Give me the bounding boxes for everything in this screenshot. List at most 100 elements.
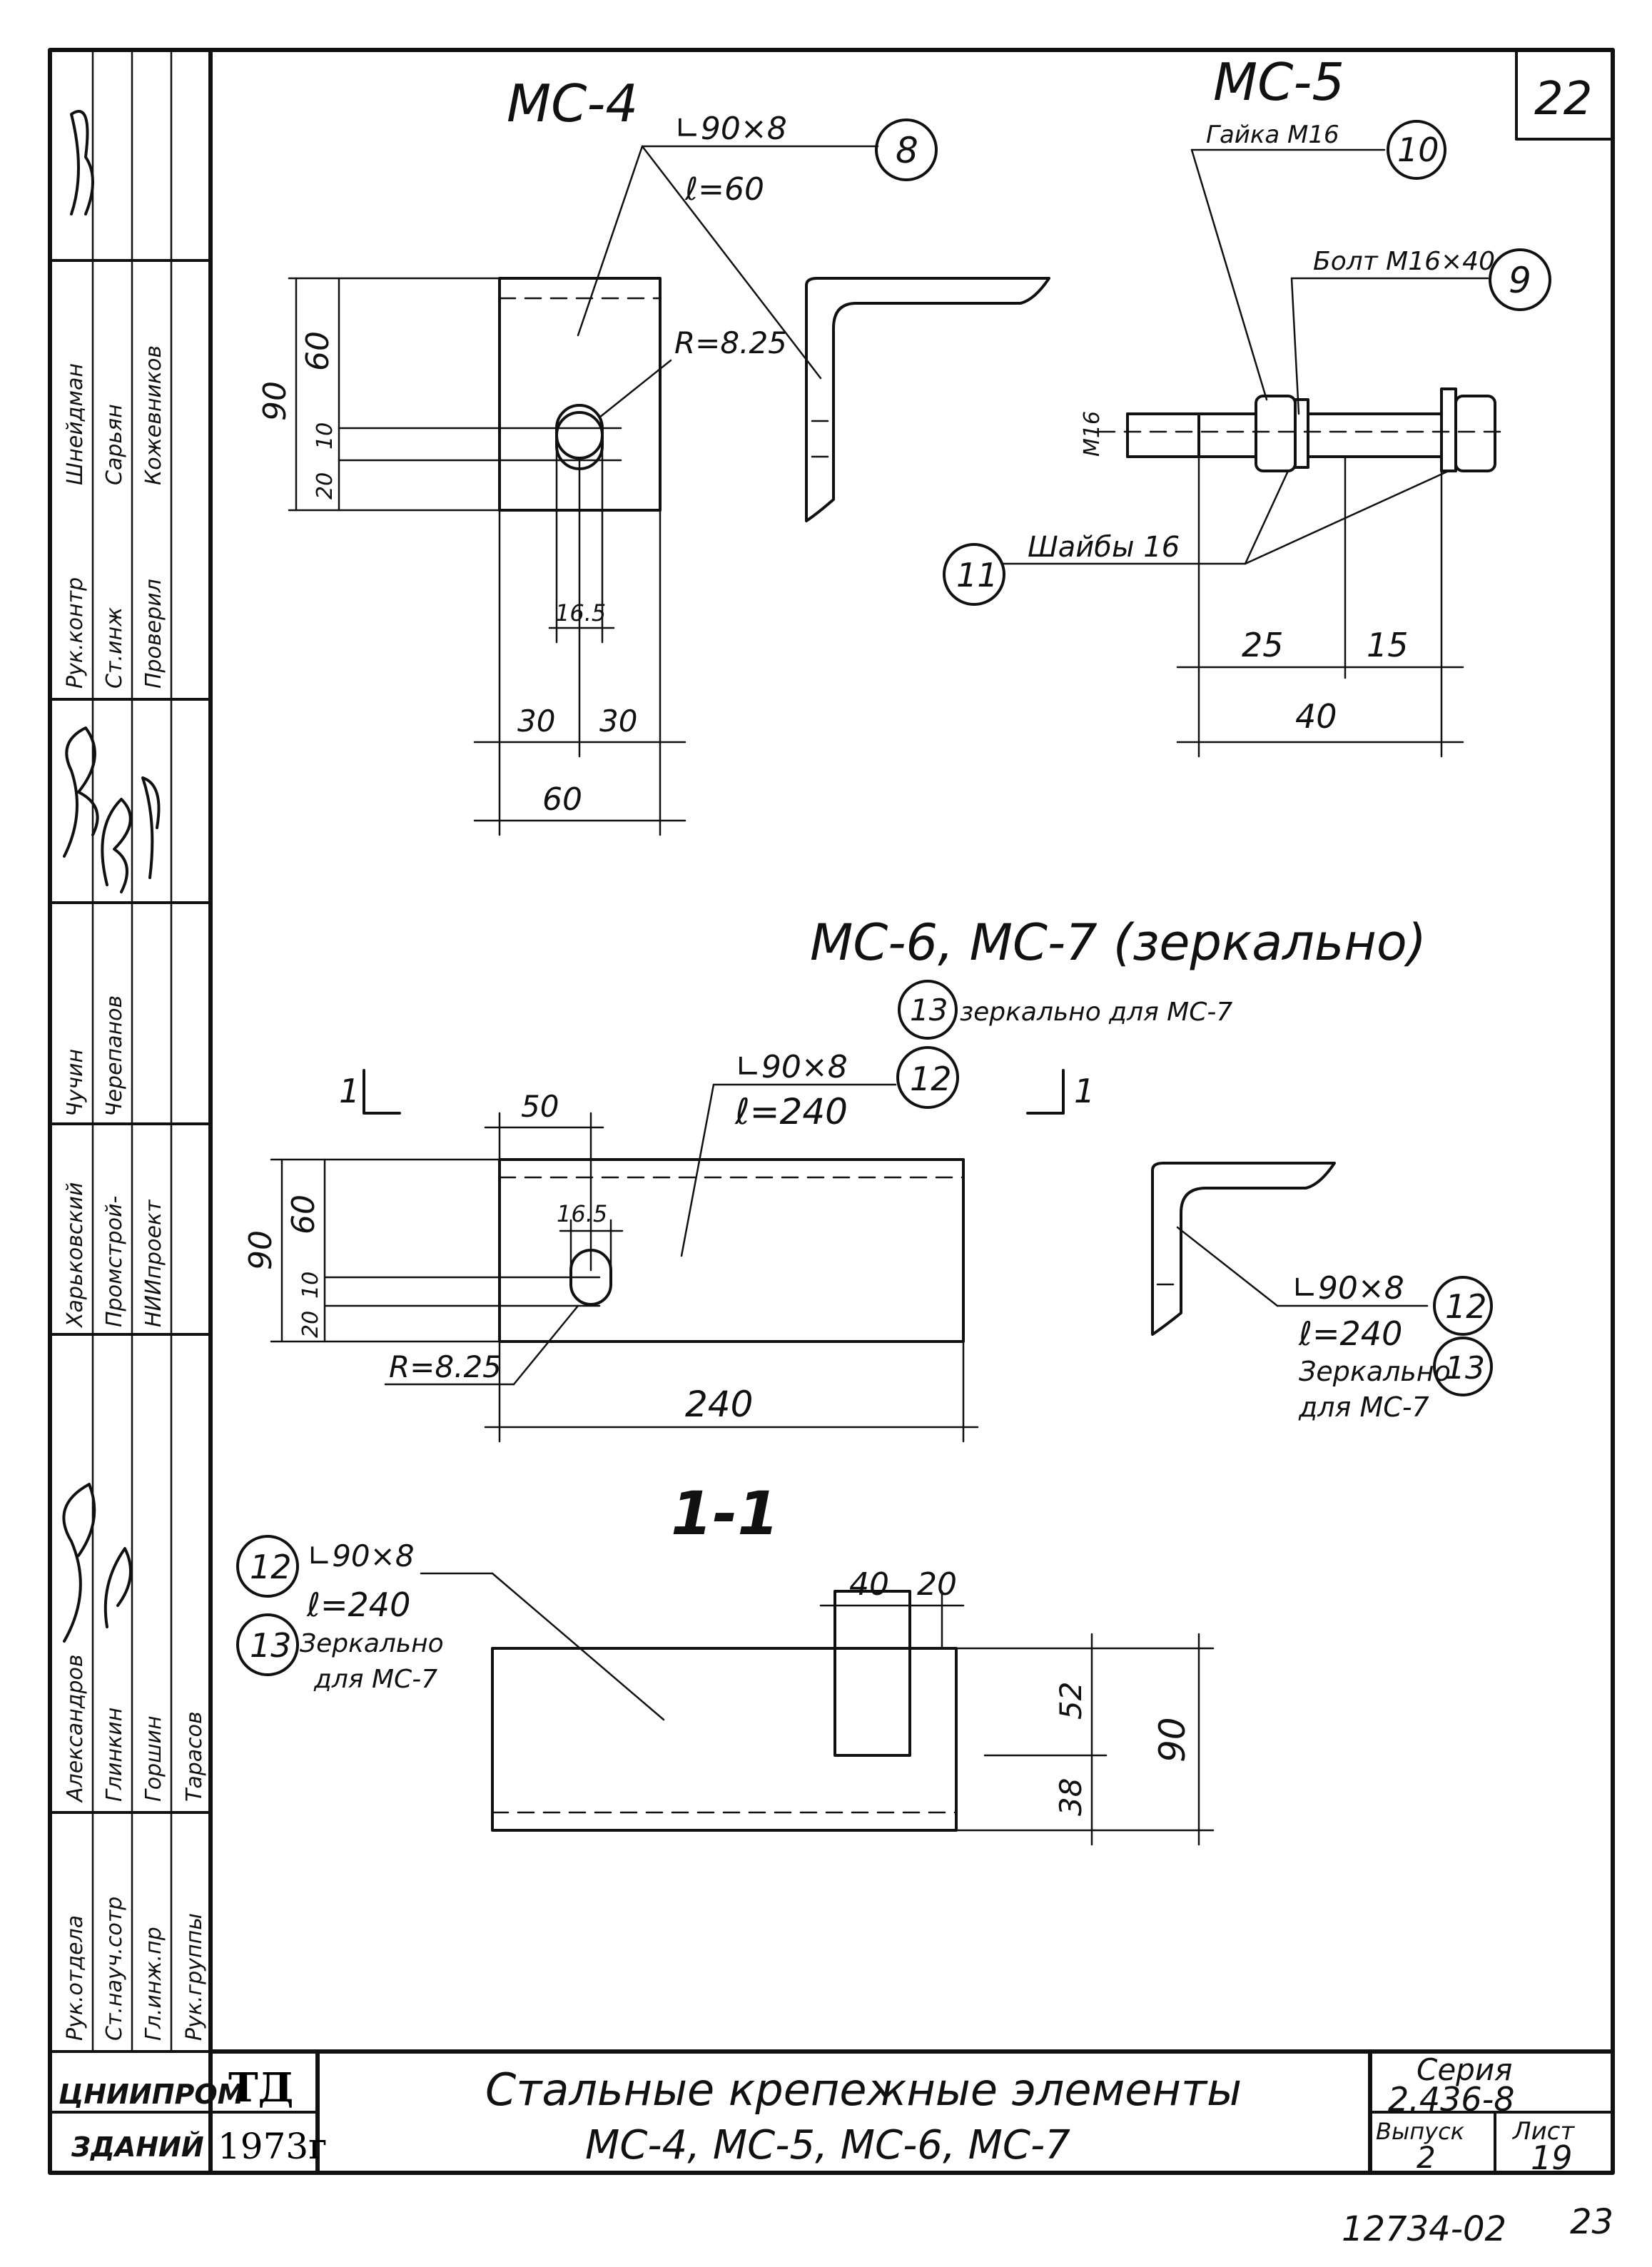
ms5-thread: М16	[1080, 411, 1105, 457]
ms67-section-left: 1	[339, 1072, 360, 1110]
ms4-title: МС-4	[507, 73, 638, 133]
stamp-role-1: Ст.науч.сотр	[102, 1897, 127, 2041]
section-dim-20: 20	[917, 1566, 957, 1603]
page-number: 22	[1534, 73, 1592, 126]
footer-page: 23	[1570, 2202, 1613, 2242]
section-dim-90: 90	[1152, 1717, 1193, 1763]
issue-label: Выпуск	[1376, 2118, 1465, 2145]
stamp-td: ТД	[228, 2064, 293, 2111]
stamp-name-0: Александров	[63, 1654, 88, 1803]
ms5-dim-15: 15	[1367, 626, 1409, 664]
stamp-name-2: Горшин	[141, 1715, 166, 1802]
sheet-title-line2: МС-4, МС-5, МС-6, МС-7	[585, 2122, 1070, 2169]
section-dim-52: 52	[1053, 1682, 1088, 1720]
ms67-mirror-note: зеркально для МС-7	[960, 998, 1232, 1027]
section-mark12: 12	[250, 1548, 292, 1586]
stamp-name-7: Черепанов	[102, 995, 127, 1117]
ms5-nut-mark: 10	[1397, 131, 1439, 169]
stamp-role-9: Ст.инж	[102, 607, 127, 689]
side-stamp-texts: Рук.отдела Ст.науч.сотр Гл.инж.пр Рук.гр…	[63, 345, 207, 2041]
stamp-year: 1973г	[218, 2126, 327, 2167]
ms67-side-length: ℓ=240	[1298, 1314, 1402, 1353]
section-mark13: 13	[250, 1626, 292, 1665]
ms5-bolt-label: Болт М16×40	[1313, 247, 1495, 276]
ms5-dim-40: 40	[1295, 697, 1337, 736]
sheet-frame	[48, 48, 1615, 2175]
ms4-radius: R=8.25	[674, 325, 787, 360]
ms4-dim-30a: 30	[517, 704, 555, 739]
ms67-dim-240: 240	[685, 1384, 753, 1425]
ms67-title: МС-6, МС-7 (зеркально)	[810, 913, 1427, 972]
ms67-mark12: 12	[910, 1060, 952, 1098]
ms5-washer-label: Шайбы 16	[1028, 531, 1180, 564]
ms4-length: ℓ=60	[684, 171, 764, 208]
sheet-label: Лист	[1511, 2117, 1575, 2146]
ms5-washer-mark: 11	[956, 556, 998, 594]
ms5-detail: МС-5 Гайка М16 10 Болт М16×40 9 М16 Шайб…	[943, 52, 1551, 758]
ms67-side-profile: ∟90×8	[1292, 1270, 1404, 1307]
ms67-side-mirror1: Зеркально	[1299, 1356, 1451, 1387]
ms67-dim-60: 60	[285, 1195, 322, 1234]
series-value: 2.436-8	[1388, 2080, 1515, 2119]
stamp-role-6: Чучин	[63, 1049, 88, 1117]
footer-number: 12734-02	[1342, 2209, 1506, 2249]
section-title: 1-1	[671, 1479, 779, 1548]
stamp-role-0: Рук.отдела	[63, 1915, 88, 2041]
ms4-profile: ∟90×8	[674, 111, 787, 147]
stamp-role-8: Рук.контр	[63, 577, 88, 689]
ms4-dim-10: 10	[313, 422, 338, 450]
ms67-side-mark13: 13	[1445, 1350, 1485, 1386]
org-stamp-line1: ЦНИИПРОМ	[59, 2079, 245, 2110]
ms5-bolt-mark: 9	[1509, 260, 1531, 301]
ms4-mark: 8	[896, 130, 918, 171]
ms4-dim-30b: 30	[599, 704, 637, 739]
side-stamp-grid	[49, 49, 212, 2053]
stamp-name-10: Кожевников	[141, 345, 166, 485]
section-dim-38: 38	[1053, 1778, 1088, 1816]
ms67-side-mark12: 12	[1445, 1287, 1487, 1326]
ms67-dim-90: 90	[243, 1230, 279, 1270]
ms4-dim-90: 90	[257, 381, 293, 421]
ms4-dim-20: 20	[313, 472, 338, 499]
ms4-dim-165: 16.5	[555, 599, 606, 627]
ms4-detail: МС-4 90 60 10 20 16.5 30 30 60 R=8.25	[257, 73, 1050, 836]
stamp-role-2: Гл.инж.пр	[141, 1927, 166, 2041]
stamp-role-10: Проверил	[141, 579, 166, 689]
ms67-detail: МС-6, МС-7 (зеркально) 13 зеркально для …	[243, 913, 1493, 1443]
stamp-name-3: Тарасов	[182, 1711, 207, 1802]
sheet-value: 19	[1531, 2139, 1573, 2177]
ms67-dim-165: 16.5	[557, 1200, 607, 1227]
series-label: Серия	[1417, 2052, 1512, 2087]
ms67-side-mirror2: для МС-7	[1298, 1391, 1429, 1423]
ms4-dim-60b: 60	[542, 781, 582, 818]
section-dim-40: 40	[849, 1566, 889, 1603]
ms67-radius: R=8.25	[389, 1349, 502, 1384]
stamp-name-8: Шнейдман	[63, 363, 88, 485]
stamp-org-1: Промстрой-	[102, 1196, 127, 1327]
section-mirror1: Зеркально	[300, 1629, 444, 1658]
section-11: 1-1 12 ∟90×8 ℓ=240 13 Зеркально для МС-7…	[236, 1479, 1215, 1846]
section-length: ℓ=240	[306, 1586, 410, 1624]
ms67-section-right: 1	[1074, 1072, 1095, 1110]
section-profile: ∟90×8	[307, 1538, 415, 1573]
ms67-dim-50: 50	[521, 1089, 559, 1124]
org-stamp-line2: ЗДАНИЙ	[71, 2131, 204, 2163]
ms67-length: ℓ=240	[734, 1091, 848, 1132]
ms5-title: МС-5	[1213, 52, 1344, 112]
ms67-mirror-mark: 13	[910, 993, 948, 1028]
stamp-org-0: Харьковский	[63, 1182, 88, 1329]
signature-scribbles	[62, 110, 161, 1643]
ms67-dim-20: 20	[298, 1311, 323, 1338]
ms4-dim-60: 60	[300, 331, 336, 371]
ms5-dim-25: 25	[1242, 626, 1284, 664]
section-mirror2: для МС-7	[313, 1665, 437, 1694]
issue-value: 2	[1417, 2140, 1436, 2175]
ms67-dim-10: 10	[298, 1272, 323, 1299]
ms67-profile: ∟90×8	[735, 1049, 848, 1085]
stamp-name-1: Глинкин	[102, 1708, 127, 1802]
stamp-org-2: НИИпроект	[141, 1199, 166, 1327]
sheet-title-line1: Стальные крепежные элементы	[485, 2064, 1242, 2116]
stamp-name-9: Сарьян	[102, 404, 127, 485]
stamp-role-3: Рук.группы	[182, 1913, 207, 2041]
